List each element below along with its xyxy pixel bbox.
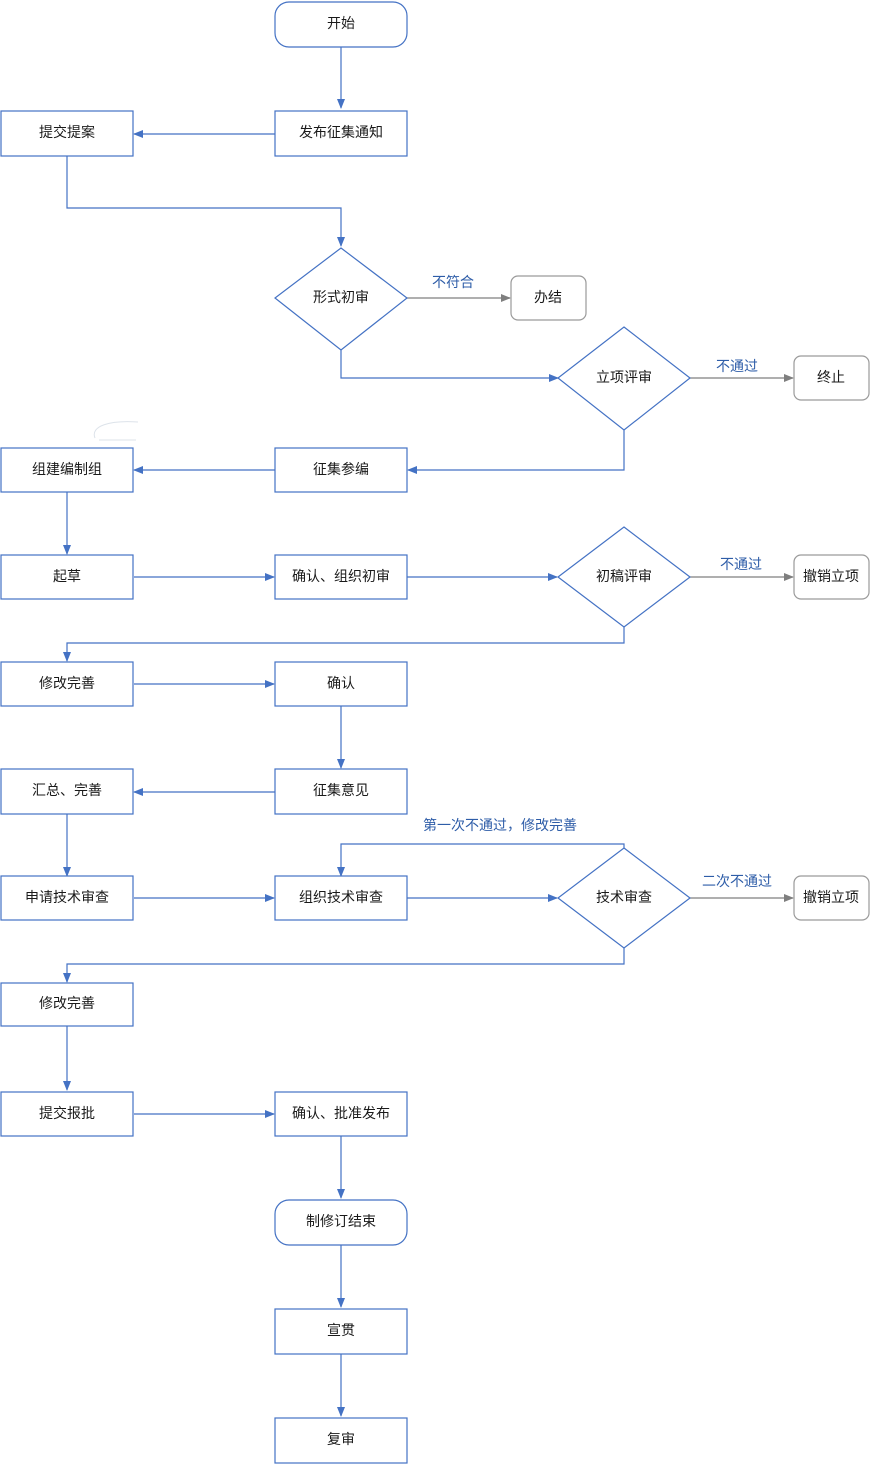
node-terminate	[793, 355, 870, 401]
label-formal-review: 形式初审	[313, 289, 369, 306]
label-project-review: 立项评审	[596, 370, 652, 386]
node-re-review	[274, 1417, 408, 1464]
label-first-draft-review: 初稿评审	[596, 568, 652, 585]
edge-label-second-fail: 二次不通过	[702, 874, 772, 890]
label-revoke-1: 撤销立项	[803, 569, 859, 585]
edge-label-not-passed-1: 不通过	[716, 359, 758, 375]
label-submit-proposal: 提交提案	[39, 124, 95, 141]
node-confirm-publish	[274, 1091, 408, 1137]
node-formal-review	[274, 247, 408, 351]
node-submit-proposal	[0, 110, 134, 157]
node-revise-1	[0, 661, 134, 707]
node-tech-review	[557, 847, 691, 949]
node-collect-opinions	[274, 768, 408, 815]
stray-mark	[93, 421, 139, 441]
label-submit-approval: 提交报批	[39, 1105, 95, 1122]
node-revoke-1	[793, 554, 870, 600]
node-promote	[274, 1308, 408, 1355]
edge-formal-project	[340, 350, 559, 382]
label-confirm: 确认	[327, 676, 355, 692]
label-re-review: 复审	[327, 1431, 355, 1448]
label-collect-opinions: 征集意见	[313, 782, 369, 799]
label-revise-2: 修改完善	[39, 996, 95, 1012]
label-start: 开始	[327, 16, 355, 32]
edge-tech-first-fail	[337, 843, 625, 877]
edge-tech-revise	[63, 948, 625, 983]
label-apply-tech-review: 申请技术审查	[25, 890, 109, 906]
edge-label-first-fail: 第一次不通过，修改完善	[423, 817, 577, 834]
node-submit-approval	[0, 1091, 134, 1137]
node-project-review	[557, 326, 691, 431]
label-revise-1: 修改完善	[39, 676, 95, 692]
node-start	[274, 1, 408, 48]
node-revoke-2	[793, 875, 870, 921]
label-terminate: 终止	[817, 370, 845, 386]
label-collect-drafters: 征集参编	[313, 461, 369, 478]
label-summarize: 汇总、完善	[32, 783, 102, 799]
node-form-team	[0, 447, 134, 493]
node-draft	[0, 554, 134, 600]
label-notice: 发布征集通知	[299, 124, 383, 141]
node-end	[274, 1199, 408, 1246]
node-collect-drafters	[274, 447, 408, 493]
edge-first-draft-revise	[63, 627, 625, 662]
edge-submit-formal	[66, 156, 345, 247]
label-confirm-publish: 确认、批准发布	[292, 1106, 390, 1122]
node-apply-tech-review	[0, 875, 134, 921]
label-revoke-2: 撤销立项	[803, 890, 859, 906]
label-promote: 宣贯	[327, 1323, 355, 1339]
node-confirm-org-review	[274, 554, 408, 600]
node-summarize	[0, 768, 134, 815]
label-end: 制修订结束	[306, 1214, 376, 1230]
node-notice	[274, 110, 408, 157]
node-first-draft-review	[557, 526, 691, 628]
node-org-tech-review	[274, 875, 408, 921]
edge-label-not-passed-2: 不通过	[720, 557, 762, 573]
node-close-case	[510, 275, 587, 321]
node-confirm	[274, 661, 408, 707]
node-revise-2	[0, 982, 134, 1027]
edge-project-collect	[407, 430, 625, 474]
label-tech-review: 技术审查	[596, 890, 652, 906]
label-org-tech-review: 组织技术审查	[299, 890, 383, 906]
label-draft: 起草	[53, 569, 81, 585]
edge-label-not-compliant: 不符合	[432, 275, 474, 291]
label-form-team: 组建编制组	[32, 462, 102, 478]
label-close-case: 办结	[534, 290, 562, 306]
label-confirm-org-review: 确认、组织初审	[292, 568, 390, 585]
